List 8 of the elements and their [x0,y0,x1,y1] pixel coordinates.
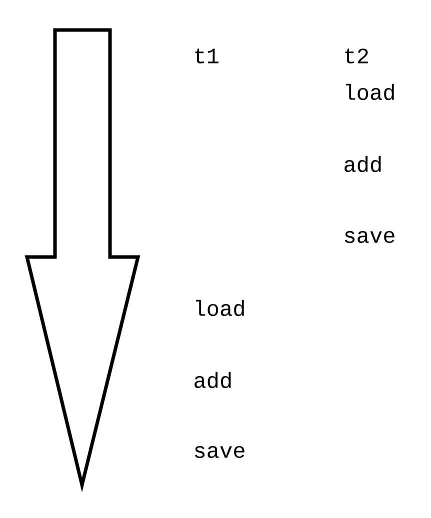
step-label: load [346,84,394,100]
step-label: add [344,156,381,172]
step-label: t2 [345,48,368,64]
step-label: load [196,300,244,316]
step-label: t1 [195,48,218,64]
step-label: add [194,372,231,388]
step-label: save [344,231,394,243]
step-label: save [194,446,244,458]
